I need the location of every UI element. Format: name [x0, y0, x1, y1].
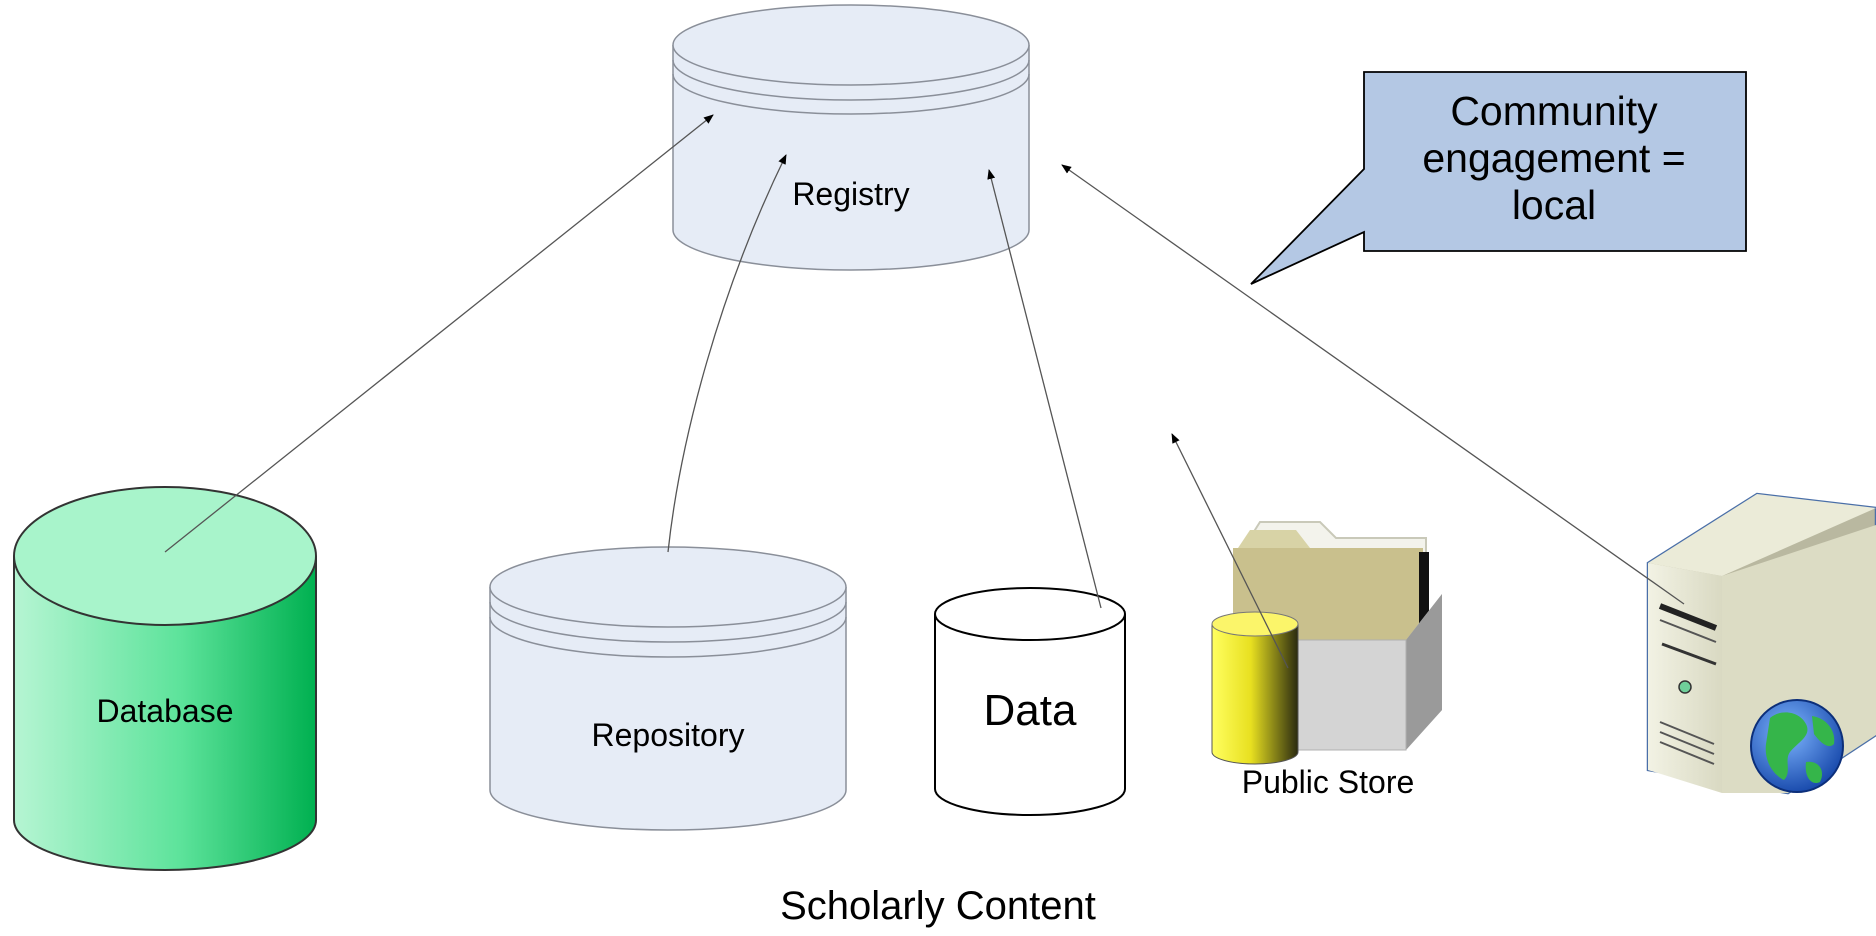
file-box-icon [1233, 521, 1442, 751]
public-store-node: Public Store [1211, 521, 1442, 800]
edge-database-registry [164, 114, 714, 553]
callout-line-1: Community [1450, 88, 1658, 134]
edge-public-store-registry [1171, 433, 1289, 669]
database-node: Database [13, 486, 317, 871]
edge-data-registry [987, 169, 1102, 609]
database-label: Database [97, 693, 234, 729]
yellow-cylinder-icon [1211, 611, 1299, 765]
edge-web-server-registry [1061, 164, 1685, 605]
data-label: Data [984, 686, 1077, 735]
registry-node: Registry [672, 4, 1030, 271]
web-server-globe-icon [1646, 492, 1876, 795]
callout-line-3: local [1511, 182, 1597, 228]
repository-node: Repository [489, 546, 847, 831]
registry-label: Registry [792, 176, 909, 212]
callout-balloon [1250, 71, 1747, 285]
callout-line-2: engagement = [1422, 135, 1686, 181]
data-node: Data [934, 587, 1126, 816]
diagram-caption: Scholarly Content [780, 884, 1096, 928]
callout-text: Community engagement = local [1364, 88, 1744, 229]
edges [164, 114, 1685, 669]
edge-repository-registry [667, 154, 787, 553]
repository-label: Repository [592, 717, 745, 753]
public-store-label: Public Store [1242, 764, 1415, 800]
